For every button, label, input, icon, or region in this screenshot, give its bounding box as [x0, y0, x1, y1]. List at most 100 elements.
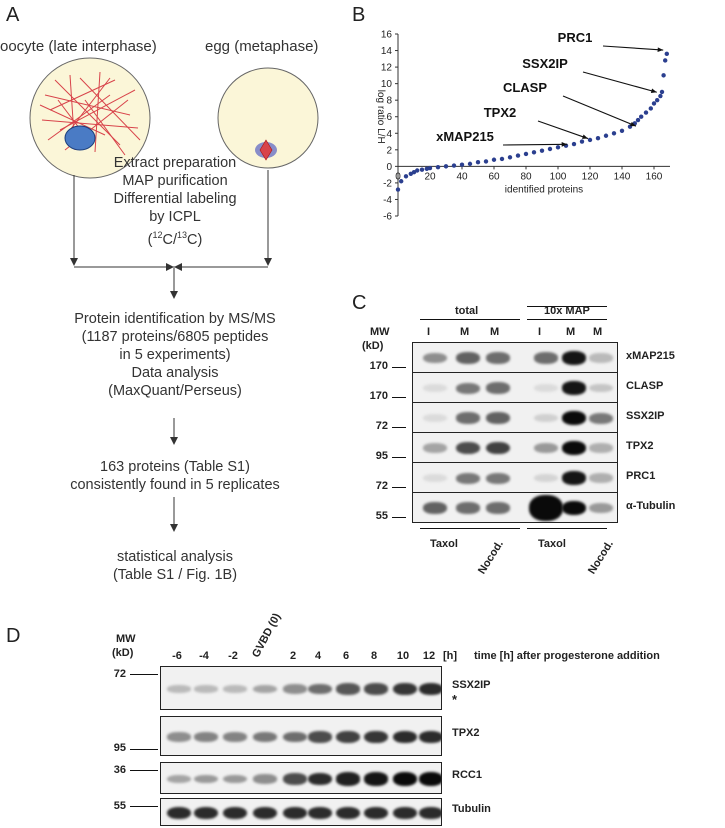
steps-block-3: 163 proteins (Table S1) consistently fou…	[20, 458, 330, 494]
blot-strip	[412, 462, 618, 493]
annotation-label: xMAP215	[436, 129, 494, 144]
asterisk-mark: *	[452, 692, 458, 707]
protein-band	[223, 774, 247, 784]
group-map-label: 10x MAP	[544, 305, 590, 317]
protein-band	[456, 441, 480, 455]
data-point	[655, 97, 660, 103]
data-point	[635, 117, 641, 123]
data-point	[403, 174, 409, 179]
data-point	[658, 93, 663, 99]
step-replicates: consistently found in 5 replicates	[70, 477, 280, 493]
treatment-line-1	[420, 528, 520, 529]
protein-band	[336, 772, 360, 786]
data-point	[415, 168, 420, 173]
step-statistics: statistical analysis	[116, 549, 234, 565]
mw-unit: (kD)	[112, 647, 134, 659]
panel-d-letter: D	[6, 625, 21, 647]
panel-b-letter: B	[352, 4, 366, 26]
protein-band	[167, 685, 191, 693]
data-point	[427, 165, 433, 171]
protein-band	[486, 502, 510, 514]
group-total-line	[420, 319, 520, 320]
protein-band	[194, 732, 218, 742]
protein-band	[456, 382, 480, 394]
annotation-arrow	[602, 45, 664, 51]
group-map-line-2	[527, 319, 607, 320]
protein-band	[364, 730, 388, 744]
timepoint-label: 2	[289, 650, 297, 662]
x-tick-label: 120	[582, 171, 599, 182]
mw-marker: 36	[113, 764, 126, 776]
timepoint-label: 6	[342, 650, 350, 662]
y-tick-label: 4	[386, 129, 392, 140]
protein-band	[364, 806, 388, 820]
protein-band	[167, 806, 191, 820]
protein-band	[423, 473, 447, 483]
protein-band	[486, 352, 510, 364]
protein-band	[308, 731, 332, 743]
data-point	[555, 145, 561, 150]
step-reference: (Table S1 / Fig. 1B)	[112, 567, 238, 583]
protein-band	[486, 472, 510, 484]
annotation-arrowhead	[657, 47, 664, 52]
annotation-arrowhead	[630, 121, 636, 127]
timepoint-label: 4	[314, 650, 322, 662]
data-point	[395, 187, 401, 192]
mw-marker: 55	[375, 510, 388, 522]
protein-band	[423, 443, 447, 453]
protein-band	[253, 806, 277, 820]
data-point	[419, 167, 425, 172]
blot-strip	[412, 372, 618, 403]
y-axis-label: log ratio L/H	[375, 90, 386, 144]
lane-label: M	[490, 326, 500, 338]
step-isotopes: (12C/13C)	[147, 230, 203, 248]
y-tick-label: 12	[381, 63, 393, 74]
data-point	[523, 151, 529, 157]
protein-band	[419, 806, 441, 820]
steps-block-4: statistical analysis (Table S1 / Fig. 1B…	[20, 548, 330, 584]
step-counts: (1187 proteins/6805 peptides	[81, 329, 269, 345]
protein-band	[223, 685, 247, 693]
protein-band	[167, 774, 191, 784]
x-tick-label: 160	[646, 171, 663, 182]
nucleus-icon	[64, 125, 96, 151]
step-purification: MAP purification	[122, 173, 228, 189]
protein-band	[364, 683, 388, 695]
annotation-arrowhead	[650, 88, 657, 94]
time-unit: [h]	[443, 650, 458, 662]
data-point	[435, 164, 441, 170]
y-tick-label: 6	[386, 112, 392, 123]
egg-cell	[217, 67, 319, 169]
protein-band	[562, 471, 586, 485]
blot-strip	[412, 432, 618, 463]
protein-band	[423, 352, 447, 364]
data-point	[603, 133, 609, 138]
data-point	[451, 163, 457, 168]
x-tick-label: 20	[424, 171, 436, 182]
annotation-label: SSX2IP	[522, 56, 568, 71]
data-point	[491, 157, 497, 162]
x-tick-label: 0	[395, 171, 401, 182]
protein-band	[167, 732, 191, 742]
y-tick-label: -2	[383, 178, 392, 189]
y-tick-label: 14	[381, 46, 393, 57]
treatment-nocod-1: Nocod.	[476, 538, 506, 577]
data-point	[595, 136, 601, 141]
y-tick-label: 8	[386, 96, 392, 107]
protein-band	[336, 806, 360, 820]
protein-band	[534, 473, 558, 483]
protein-band	[534, 352, 558, 364]
mw-header: MW	[116, 633, 136, 645]
blot-strip	[160, 666, 442, 710]
blot-strip	[412, 342, 618, 373]
mw-marker: 72	[375, 420, 388, 432]
protein-band	[529, 495, 563, 521]
group-total-label: total	[455, 305, 479, 317]
data-point	[475, 160, 481, 165]
treatment-taxol-1: Taxol	[430, 538, 458, 550]
x-tick-label: 40	[456, 171, 468, 182]
protein-band	[534, 413, 558, 423]
data-point	[443, 164, 449, 169]
protein-band	[562, 411, 586, 425]
data-point	[648, 106, 653, 111]
